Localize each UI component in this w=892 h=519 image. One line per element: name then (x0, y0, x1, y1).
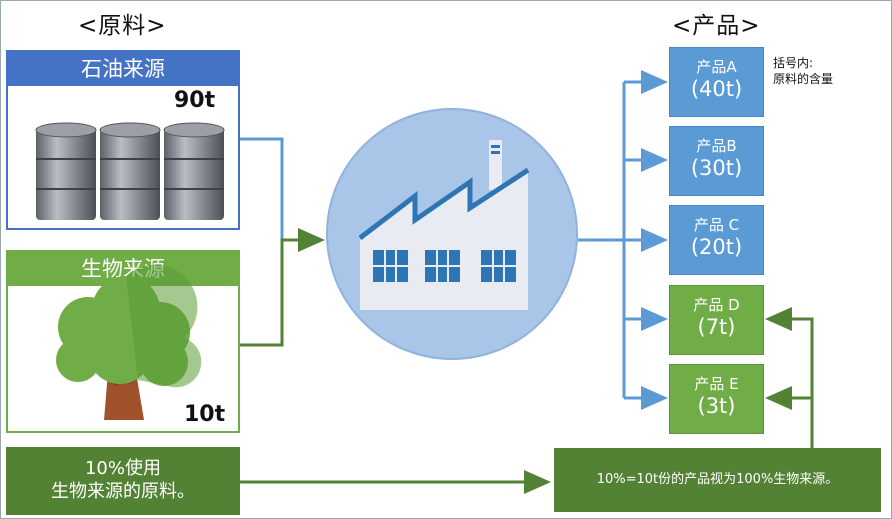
tree-icon (56, 264, 202, 420)
oil-drums-icon (35, 122, 225, 220)
mass-balance-result-box: 10%=10t份的产品视为100%生物来源。 (554, 448, 881, 512)
bio-usage-line2: 生物来源的原料。 (51, 481, 195, 502)
product-e-name: 产品 E (694, 375, 739, 393)
product-a-name: 产品A (696, 58, 737, 76)
product-c-amount: (20t) (690, 235, 743, 259)
petroleum-source-panel: 石油来源 90t (6, 50, 240, 230)
product-b-amount: (30t) (690, 156, 743, 180)
product-a-box: 产品A (40t) (669, 47, 764, 117)
bio-usage-box: 10%使用 生物来源的原料。 (6, 447, 240, 515)
bio-source-panel: 生物来源 10t (6, 250, 240, 433)
amount-note-line1: 括号内: (773, 56, 814, 70)
amount-note: 括号内: 原料的含量 (773, 55, 833, 87)
product-d-box: 产品 D (7t) (669, 285, 764, 355)
bio-amount: 10t (184, 402, 226, 427)
product-e-amount: (3t) (697, 394, 736, 418)
petroleum-amount: 90t (174, 88, 216, 113)
petroleum-flow-line (240, 137, 284, 240)
product-d-name: 产品 D (693, 296, 740, 314)
product-e-box: 产品 E (3t) (669, 364, 764, 434)
petroleum-source-title: 石油来源 (8, 52, 238, 86)
product-c-name: 产品 C (693, 216, 740, 234)
factory-icon (326, 108, 578, 360)
amount-note-line2: 原料的含量 (773, 72, 834, 86)
product-b-box: 产品B (30t) (669, 126, 764, 196)
materials-header: <原料> (78, 13, 167, 39)
product-d-amount: (7t) (697, 315, 736, 339)
products-header: <产品> (672, 13, 761, 39)
bio-flow-line (240, 228, 325, 347)
product-b-name: 产品B (696, 137, 737, 155)
product-c-box: 产品 C (20t) (669, 205, 764, 275)
result-to-product-d-arrow (765, 307, 814, 450)
bio-usage-line1: 10%使用 (84, 458, 161, 479)
product-a-amount: (40t) (690, 77, 743, 101)
